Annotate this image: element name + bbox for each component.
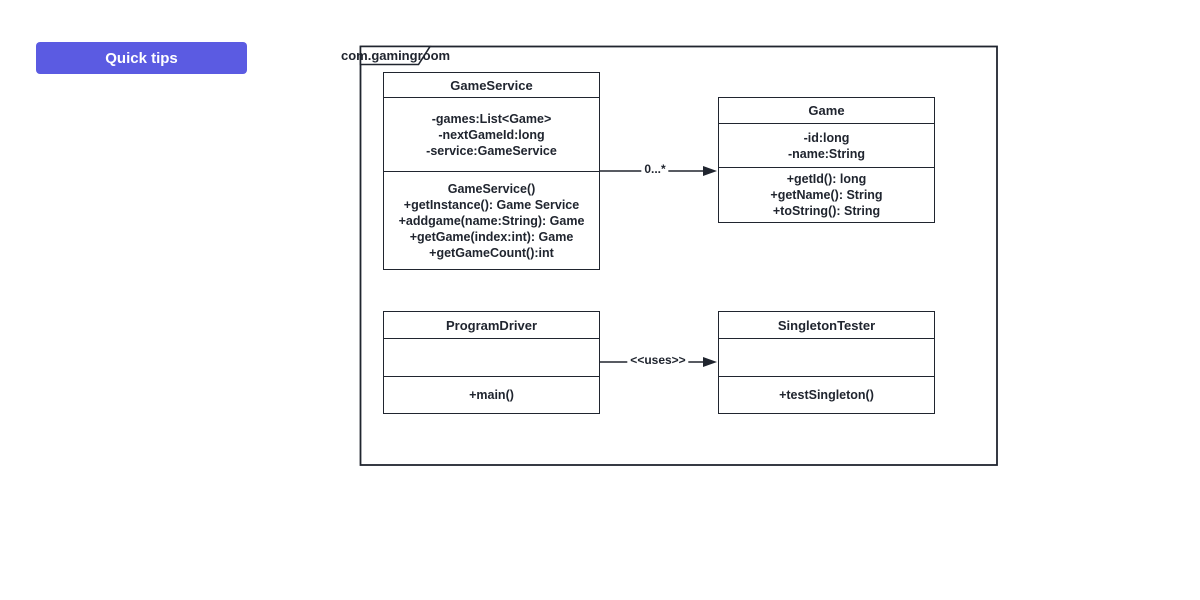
package-tab <box>359 45 432 66</box>
attribute-line: -service:GameService <box>426 143 557 158</box>
method-line: +getInstance(): Game Service <box>403 197 580 212</box>
class-attributes <box>719 338 934 376</box>
class-box-gameservice: GameService -games:List<Game> -nextGameI… <box>383 72 600 270</box>
method-line: +addgame(name:String): Game <box>398 213 585 228</box>
class-methods: +getId(): long +getName(): String +toStr… <box>719 167 934 222</box>
class-box-singletontester: SingletonTester +testSingleton() <box>718 311 935 414</box>
package-frame <box>359 45 998 466</box>
quick-tips-button[interactable]: Quick tips <box>36 42 247 74</box>
method-line: +main() <box>469 388 514 402</box>
class-attributes: -games:List<Game> -nextGameId:long -serv… <box>384 97 599 171</box>
class-title: Game <box>808 103 845 118</box>
package-name-label: com.gamingroom <box>341 48 451 63</box>
attribute-line: -name:String <box>787 146 866 161</box>
method-line: +getName(): String <box>770 188 883 202</box>
attribute-line: -nextGameId:long <box>438 127 545 142</box>
association-multiplicity-label: 0...* <box>641 162 669 176</box>
class-attributes: -id:long -name:String <box>719 123 934 167</box>
class-methods: +testSingleton() <box>719 376 934 413</box>
association-arrowhead-icon <box>703 166 717 176</box>
method-line: +getGameCount():int <box>429 245 554 260</box>
attribute-line: -id:long <box>803 130 850 145</box>
class-attributes <box>384 338 599 376</box>
uses-stereotype-label: <<uses>> <box>627 353 689 367</box>
uses-arrowhead-icon <box>703 357 717 367</box>
method-line: +getGame(index:int): Game <box>409 229 574 244</box>
class-methods: +main() <box>384 376 599 413</box>
class-methods: GameService() +getInstance(): Game Servi… <box>384 171 599 269</box>
class-title: ProgramDriver <box>445 317 538 333</box>
class-box-game: Game -id:long -name:String +getId(): lon… <box>718 97 935 223</box>
method-line: +testSingleton() <box>779 388 874 402</box>
class-box-programdriver: ProgramDriver +main() <box>383 311 600 414</box>
method-line: GameService() <box>447 181 536 196</box>
attribute-line: -games:List<Game> <box>431 111 552 126</box>
class-title: GameService <box>450 77 533 93</box>
method-line: +getId(): long <box>786 172 867 186</box>
method-line: +toString(): String <box>772 204 881 218</box>
class-title: SingletonTester <box>777 317 876 333</box>
